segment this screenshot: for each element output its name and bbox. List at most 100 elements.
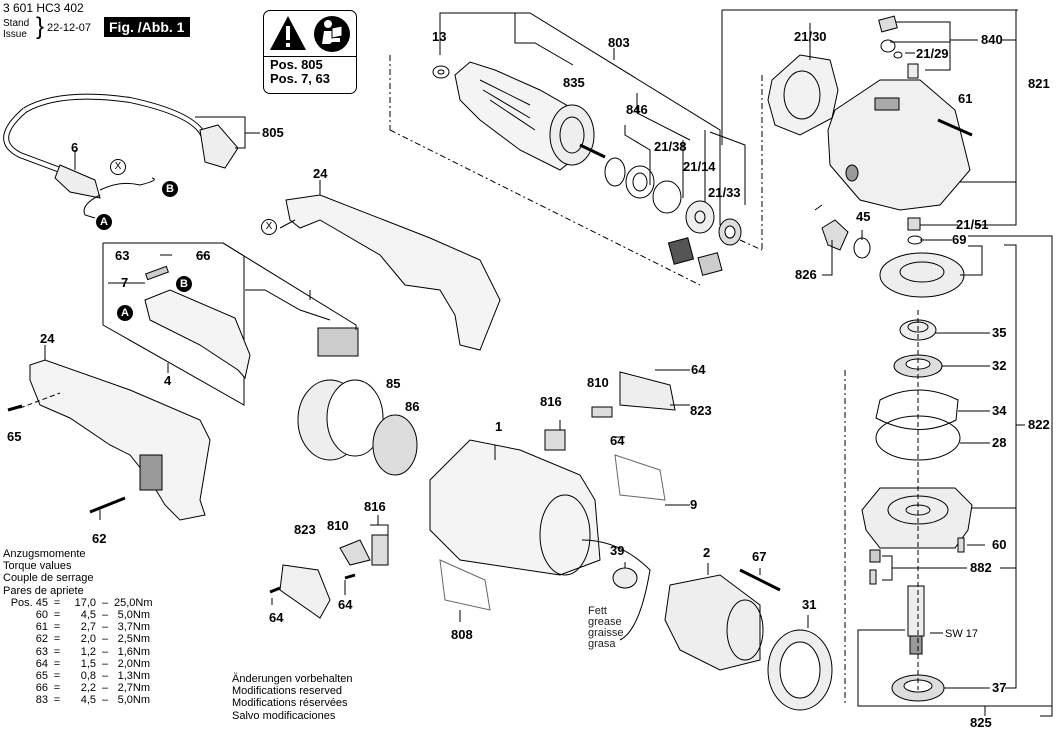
callout-21-33: 21/33 [708,185,741,200]
callout-882: 882 [970,560,992,575]
switch-assembly-4 [102,242,359,406]
callout-sw17: SW 17 [945,628,979,640]
callout-835: 835 [563,75,585,90]
torque-pos: 62 [35,633,48,646]
torque-max: 3,7Nm [117,621,150,634]
warning-pos-7-63: Pos. 7, 63 [270,71,330,86]
callout-28: 28 [992,435,1007,450]
torque-min: 2,0 [80,633,96,646]
torque-dash: – [101,596,109,609]
callout-63: 63 [115,248,130,263]
callout-34: 34 [992,403,1007,418]
motor-housing-1 [297,369,690,576]
torque-pos: Pos. 45 [10,596,48,609]
grease-fr: graisse [588,627,624,639]
torque-equals: = [53,645,61,658]
armature-835 [432,61,606,171]
callout-840: 840 [981,32,1003,47]
torque-pos: 60 [35,609,48,622]
callout-39: 39 [610,543,625,558]
modifications-es: Salvo modificaciones [232,709,336,722]
torque-row: 66=2,2–2,7Nm [3,682,150,694]
callout-21-14: 21/14 [683,159,716,174]
torque-max: 1,3Nm [117,670,150,683]
callout-826: 826 [795,267,817,282]
warning-divider [264,56,356,57]
stand-label: Stand [3,18,30,29]
torque-row: Pos. 45 = 17,0–25,0Nm [3,596,153,609]
torque-equals: = [53,621,61,634]
torque-pos: 63 [35,645,48,658]
handle-left-24 [7,345,211,521]
gear-826 [814,204,983,298]
torque-max: 2,5Nm [117,633,150,646]
grease-en: grease [588,616,622,628]
torque-dash: – [101,645,109,658]
torque-dash: – [101,621,109,634]
torque-max: 5,0Nm [117,694,150,707]
callout-7: 7 [121,275,129,290]
warning-positions: Pos. 805 Pos. 7, 63 [270,58,330,86]
read-manual-icon [314,16,350,52]
torque-max: 1,6Nm [117,645,150,658]
brace: } [36,13,45,40]
marker-x-handle: X [261,219,277,235]
torque-heading-de: Anzugsmomente [3,548,86,560]
torque-row: 83=4,5–5,0Nm [3,694,150,706]
callout-62: 62 [92,531,107,546]
torque-dash: – [101,657,109,670]
issue-date: 22-12-07 [47,22,92,34]
callout-810-left: 810 [327,518,349,533]
torque-min: 17,0 [74,596,96,609]
torque-equals: = [53,596,61,609]
callout-822: 822 [1028,417,1050,432]
torque-pos: 61 [35,621,48,634]
torque-row: 64=1,5–2,0Nm [3,658,150,670]
torque-row: 61=2,7–3,7Nm [3,621,150,633]
callout-65: 65 [7,429,22,444]
torque-row: 60=4,5–5,0Nm [3,609,150,621]
callout-810-right: 810 [587,375,609,390]
torque-min: 0,8 [80,670,96,683]
marker-x-cord: X [110,159,126,175]
modifications-en: Modifications reserved [232,685,343,698]
grease-es: grasa [588,638,616,650]
torque-min: 1,5 [80,657,96,670]
callout-13: 13 [432,29,447,44]
callout-85: 85 [386,376,401,391]
stator-2 [581,539,833,711]
torque-table: Anzugsmomente Torque values Couple de se… [3,548,153,707]
callout-821: 821 [1028,76,1050,91]
torque-equals: = [53,670,61,683]
callout-805: 805 [262,125,284,140]
marker-a-cord: A [96,214,112,230]
torque-max: 2,7Nm [117,682,150,695]
callout-21-51: 21/51 [956,217,989,232]
torque-max: 2,0Nm [117,657,150,670]
callout-21-29: 21/29 [916,46,949,61]
marker-a-switch: A [117,305,133,321]
torque-row: 63=1,2–1,6Nm [3,646,150,658]
power-cord-805 [3,93,260,219]
torque-dash: – [101,682,109,695]
callout-64-left-b: 64 [269,610,284,625]
torque-pos: 64 [35,657,48,670]
modifications-fr: Modifications réservées [232,697,348,710]
callout-816-right: 816 [540,394,562,409]
callout-64-top-right: 64 [691,362,706,377]
callout-823-right: 823 [690,403,712,418]
spindle-stack [844,244,1052,716]
callout-67: 67 [752,549,767,564]
callout-37: 37 [992,680,1007,695]
callout-45: 45 [856,209,871,224]
warning-box [263,10,357,94]
torque-max: 25,0Nm [114,596,153,609]
callout-86: 86 [405,399,420,414]
warning-pos-805: Pos. 805 [270,57,323,72]
torque-row: 62=2,0–2,5Nm [3,633,150,645]
callout-69: 69 [952,232,967,247]
torque-equals: = [53,694,61,707]
torque-heading-en: Torque values [3,560,72,573]
torque-dash: – [101,609,109,622]
